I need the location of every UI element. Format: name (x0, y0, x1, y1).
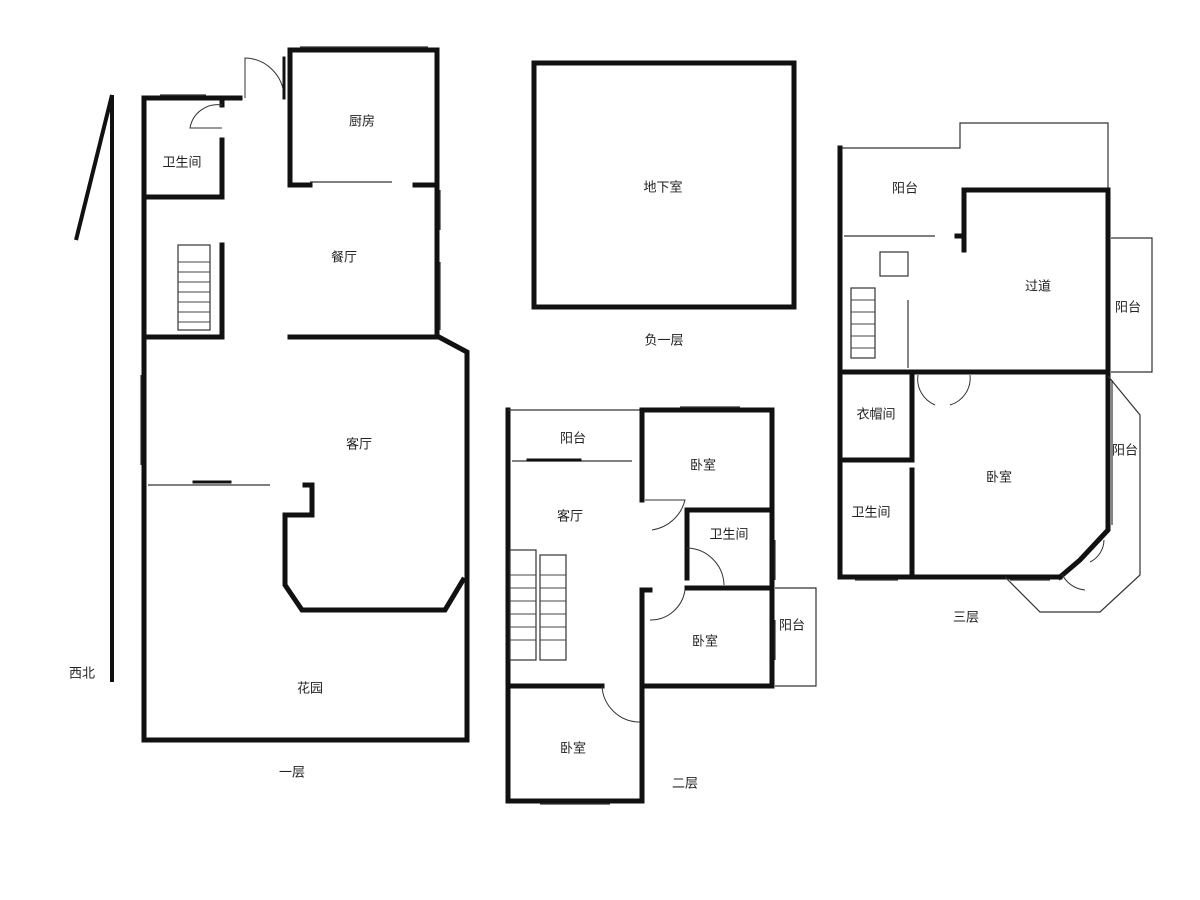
f1-kitchen-wall (287, 47, 440, 188)
f3-bedroom-label: 卧室 (986, 470, 1012, 486)
f3-stairs (850, 287, 876, 359)
f2-stair-steps (510, 574, 566, 641)
f1-kitchen-label: 厨房 (349, 114, 375, 130)
f2-balcony2-label: 阳台 (779, 619, 805, 634)
floor-3: 阳台 过道 阳台 衣帽间 卧室 阳台 卫生间 三层 (837, 122, 1153, 626)
f3-east-balcony-rail (1111, 237, 1153, 373)
f2-outer-wall (505, 407, 645, 804)
compass-line-short (74, 94, 114, 241)
f3-stair-steps (851, 299, 875, 349)
f2-bed2-wall (639, 585, 775, 689)
f2-balcony2-rail (775, 587, 817, 687)
f3-balcony1-label: 阳台 (892, 182, 918, 197)
b1-basement-label: 地下室 (643, 180, 682, 196)
b1-outer-wall (531, 60, 797, 310)
b1-floor-label: 负一层 (644, 334, 683, 349)
f2-bedroom2-label: 卧室 (692, 634, 718, 650)
f3-corridor-label: 过道 (1025, 280, 1051, 295)
f1-bath-wall (141, 137, 225, 200)
f1-entry-door (244, 57, 285, 98)
f3-bedroom-wall (907, 369, 1111, 581)
f3-cloak-wall (837, 369, 915, 580)
f2-bed1-wall (639, 407, 775, 581)
f2-bed3-door (601, 685, 641, 723)
f1-stair-steps (178, 261, 210, 323)
f2-bath-door (686, 547, 725, 586)
f3-bedroom-door (917, 374, 971, 406)
f2-bath-wall (684, 507, 775, 591)
f2-balcony-label: 阳台 (560, 432, 586, 447)
f2-bedroom1-label: 卧室 (690, 458, 716, 474)
f1-stairs (177, 244, 211, 331)
f2-bathroom-label: 卫生间 (709, 528, 748, 543)
f3-bay-balcony-rail (1004, 375, 1141, 613)
f1-garden-label: 花园 (297, 681, 323, 697)
f1-bath-door (189, 104, 223, 129)
f3-balcony3-label: 阳台 (1112, 444, 1138, 459)
f3-floor-label: 三层 (953, 611, 979, 626)
compass: 西北 (69, 94, 114, 682)
f3-balcony2-label: 阳台 (1115, 301, 1141, 316)
f3-bathroom-label: 卫生间 (851, 506, 890, 521)
f3-stair-landing (879, 251, 909, 277)
f1-bay-wall (282, 482, 467, 613)
f2-floor-label: 二层 (672, 777, 698, 792)
f3-outer-wall (837, 145, 1111, 580)
compass-label: 西北 (69, 667, 95, 682)
floor-1: 卫生间 厨房 餐厅 客厅 花园 一层 (140, 46, 470, 781)
f1-living-label: 客厅 (346, 437, 372, 453)
f2-stairs-left (509, 549, 537, 661)
f1-floor-label: 一层 (279, 766, 305, 781)
f2-bed2-door (649, 589, 686, 621)
f1-bathroom-label: 卫生间 (162, 156, 201, 171)
f2-living-label: 客厅 (557, 509, 583, 525)
f1-outer-wall (141, 95, 470, 743)
f2-bed1-door (645, 499, 686, 531)
floor-2: 阳台 客厅 卧室 卫生间 卧室 阳台 卧室 二层 (505, 406, 817, 805)
f2-bedroom3-label: 卧室 (560, 741, 586, 757)
f3-bay-door (1061, 539, 1105, 591)
floor-b1: 地下室 负一层 (531, 60, 797, 349)
f1-dining-label: 餐厅 (331, 250, 357, 266)
f2-stairs-right (539, 554, 567, 661)
f3-cloakroom-label: 衣帽间 (856, 407, 895, 423)
f3-top-balcony-rail (840, 122, 1109, 188)
f1-stair-wall (141, 242, 225, 340)
